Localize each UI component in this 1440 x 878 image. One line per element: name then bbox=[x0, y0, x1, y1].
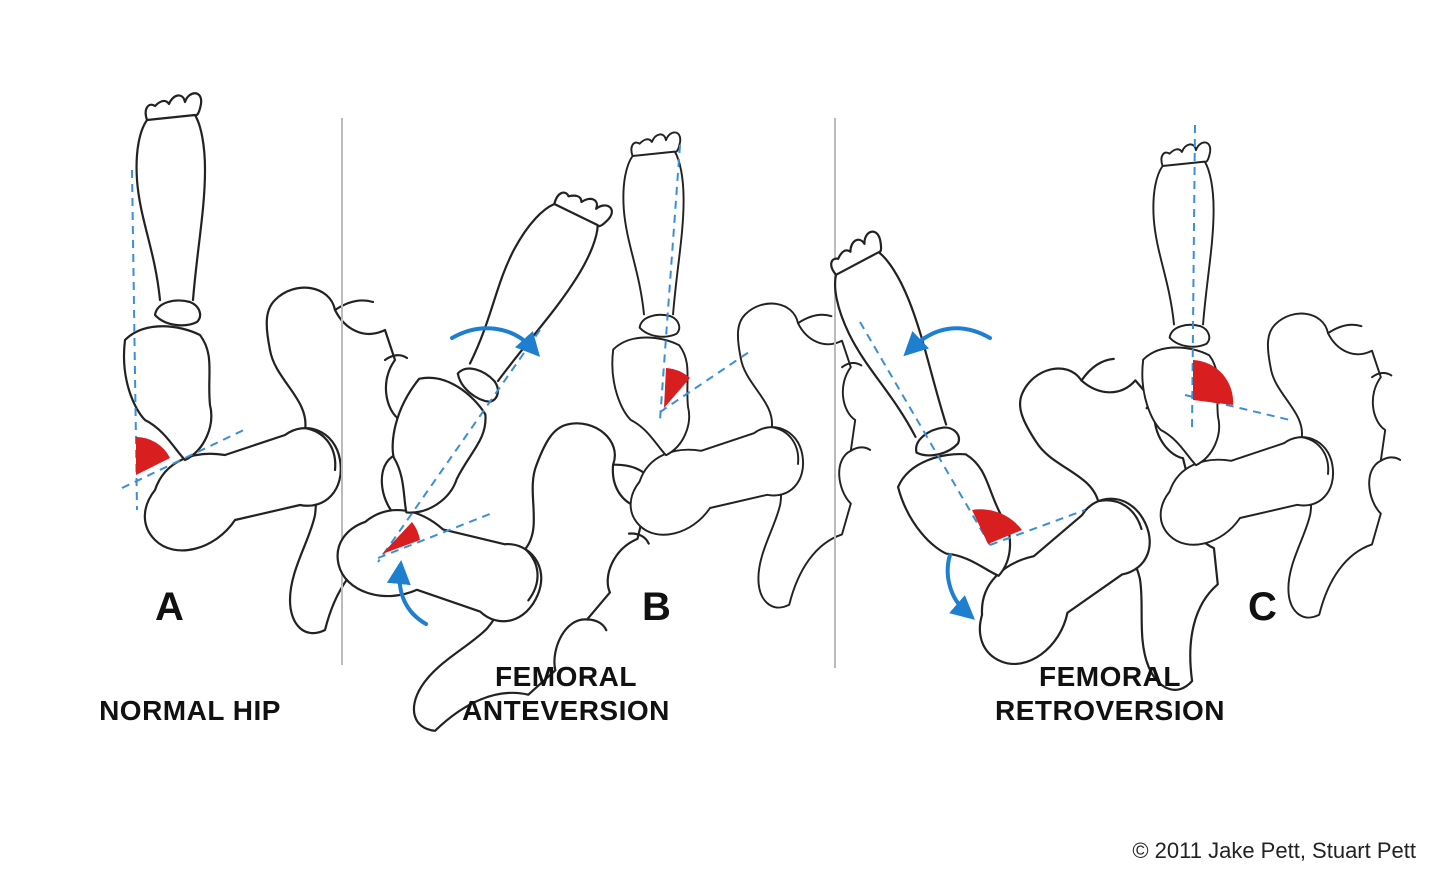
panel-b-rotated-illustration bbox=[261, 167, 799, 784]
panel-b-rotated-angle-wedge bbox=[382, 522, 420, 554]
panel-b-angle-wedge bbox=[664, 368, 690, 408]
panel-c-caption-line-2: RETROVERSION bbox=[995, 695, 1225, 726]
panel-c-rotated-angle-wedge bbox=[972, 509, 1022, 544]
panel-c-rotated-neck-axis bbox=[989, 509, 1086, 546]
panel-b-leg-axis bbox=[659, 144, 681, 421]
panel-b-neck-axis bbox=[659, 349, 753, 413]
panel-a-caption: NORMAL HIP bbox=[99, 695, 281, 726]
panel-c-angle-wedge bbox=[1193, 360, 1234, 405]
panel-c-rotated-leg-axis bbox=[859, 321, 991, 546]
panel-b-caption-line-2: ANTEVERSION bbox=[462, 695, 670, 726]
panel-c-leg-axis bbox=[1191, 124, 1196, 431]
panel-b-hip-rotation-arrow bbox=[386, 560, 428, 626]
panel-c-reference-illustration bbox=[1141, 124, 1402, 619]
panel-c-hip-rotation-arrow bbox=[945, 553, 976, 620]
panel-b-letter: B bbox=[642, 585, 671, 629]
panel-a-neck-axis bbox=[121, 427, 249, 489]
panel-a-illustration bbox=[121, 92, 419, 635]
panel-c-foot-rotation-arrow bbox=[903, 326, 992, 357]
panel-b-caption-line-1: FEMORAL bbox=[495, 661, 637, 692]
panel-a-letter: A bbox=[155, 585, 184, 629]
panel-c-letter: C bbox=[1248, 585, 1277, 629]
copyright-notice: © 2011 Jake Pett, Stuart Pett bbox=[1132, 838, 1416, 863]
panel-b-reference-illustration bbox=[611, 131, 872, 609]
panel-b-rotated-neck-axis bbox=[377, 511, 496, 559]
panel-c-rotated-illustration bbox=[803, 147, 1280, 761]
panel-c-caption-line-1: FEMORAL bbox=[1039, 661, 1181, 692]
panel-b-foot-rotation-arrow bbox=[450, 326, 541, 357]
panel-b-rotated-leg-axis bbox=[377, 329, 541, 563]
panel-a-angle-wedge bbox=[136, 437, 170, 475]
